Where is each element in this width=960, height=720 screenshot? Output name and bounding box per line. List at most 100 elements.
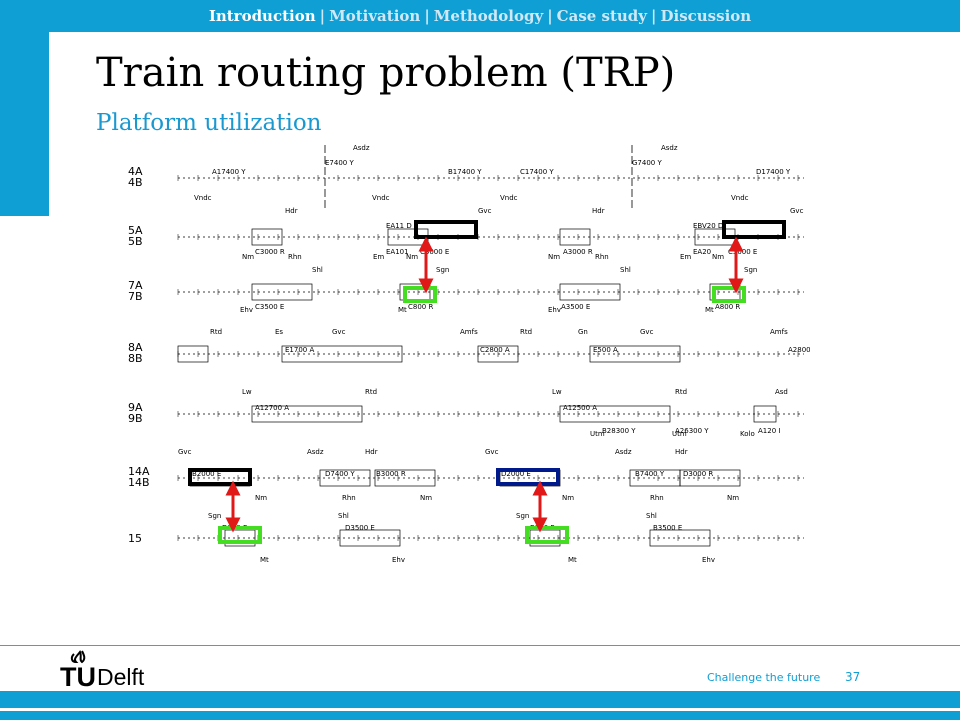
footer-bar [0, 691, 960, 720]
train-label: B3000 R [376, 470, 406, 478]
route-overlays [188, 220, 786, 544]
station-label: Sgn [436, 266, 449, 274]
station-label: Mt [398, 306, 407, 314]
station-label: Amfs [460, 328, 478, 336]
black-route-bracket [414, 220, 478, 239]
station-label: Hdr [365, 448, 378, 456]
station-label: Ehv [702, 556, 715, 564]
train-label: C800 R [408, 303, 433, 311]
train-label: B7400 Y [635, 470, 665, 478]
train-label: A12700 A [255, 404, 289, 412]
train-label: D7400 Y [325, 470, 355, 478]
station-label: Rhn [595, 253, 609, 261]
station-label: Vndc [500, 194, 518, 202]
station-label: Es [275, 328, 283, 336]
track-label-line: 9B [128, 412, 143, 425]
train-label: E7400 Y [325, 159, 354, 167]
occupation-box [559, 283, 621, 301]
nav-item-case-study[interactable]: Case study [556, 7, 648, 25]
station-label: Rhn [288, 253, 302, 261]
train-label: EA101 [386, 248, 409, 256]
nav-item-introduction[interactable]: Introduction [208, 7, 316, 25]
nav-item-discussion[interactable]: Discussion [660, 7, 752, 25]
logo-tu: TU [60, 662, 96, 692]
train-label: A26300 Y [675, 427, 709, 435]
track-label-line: 8B [128, 352, 143, 365]
train-label: A12500 A [563, 404, 597, 412]
occupation-box [251, 405, 363, 423]
train-label: B3500 E [653, 524, 682, 532]
occupation-box [281, 345, 403, 363]
train-label: C2800 A [480, 346, 510, 354]
track-label-line: 4B [128, 176, 143, 189]
station-label: Gvc [640, 328, 654, 336]
station-label: Nm [562, 494, 574, 502]
station-label: Gvc [790, 207, 804, 215]
occupation-box [339, 529, 401, 547]
occupation-box [559, 405, 671, 423]
train-label: D2000 E [501, 470, 531, 478]
occupation-box [753, 405, 777, 423]
train-label: D3500 E [345, 524, 375, 532]
train-label: C3500 E [255, 303, 284, 311]
train-label: EA20 [693, 248, 711, 256]
train-label: E500 A [593, 346, 618, 354]
track-label-line: 7A [128, 279, 143, 292]
station-label: Amfs [770, 328, 788, 336]
station-label: Nm [420, 494, 432, 502]
station-label: Nm [242, 253, 254, 261]
station-label: Asdz [615, 448, 632, 456]
train-label: B2000 E [192, 470, 221, 478]
black-route-bracket [722, 220, 786, 239]
tu-delft-logo: TU Delft [60, 650, 145, 692]
station-label: Shl [646, 512, 657, 520]
train-label: C3000 R [255, 248, 285, 256]
footer-stripe [0, 708, 960, 711]
footer-slogan: Challenge the future [707, 671, 821, 684]
station-label: Vndc [372, 194, 390, 202]
station-label: Hdr [675, 448, 688, 456]
station-label: Nm [712, 253, 724, 261]
train-label: A2800 [788, 346, 810, 354]
station-label: Utm [590, 430, 605, 438]
station-label: Asdz [661, 144, 678, 152]
station-label: Mt [568, 556, 577, 564]
train-label: EA11 D [386, 222, 412, 230]
train-label: C17400 Y [520, 168, 554, 176]
occupation-box [251, 283, 313, 301]
nav-item-methodology[interactable]: Methodology [433, 7, 544, 25]
occupation-box [679, 469, 741, 487]
station-label: Asdz [353, 144, 370, 152]
station-label: Gvc [332, 328, 346, 336]
station-label: Shl [620, 266, 631, 274]
station-label: Shl [338, 512, 349, 520]
nav-separator: | [547, 7, 553, 25]
station-label: Nm [727, 494, 739, 502]
station-label: Vndc [194, 194, 212, 202]
train-label: B28300 Y [602, 427, 636, 435]
station-label: Lw [552, 388, 562, 396]
station-label: Gn [578, 328, 588, 336]
nav-separator: | [319, 7, 326, 25]
nav-item-motivation[interactable]: Motivation [329, 7, 421, 25]
station-label: Vndc [731, 194, 749, 202]
station-label: Lw [242, 388, 252, 396]
station-label: Rtd [365, 388, 377, 396]
occupation-box [649, 529, 711, 547]
slide-title: Train routing problem (TRP) [96, 50, 676, 96]
occupation-box [477, 345, 519, 363]
nav-separator: | [651, 7, 657, 25]
station-label: Utm [672, 430, 687, 438]
footer-divider [0, 645, 960, 646]
train-label: E1700 A [285, 346, 314, 354]
station-label: Rtd [210, 328, 222, 336]
train-label: D17400 Y [756, 168, 791, 176]
station-label: Sgn [516, 512, 529, 520]
blue-route-bracket [496, 468, 560, 486]
track-label-line: 8A [128, 341, 143, 354]
station-label: Gvc [485, 448, 499, 456]
occupation-box [374, 469, 436, 487]
